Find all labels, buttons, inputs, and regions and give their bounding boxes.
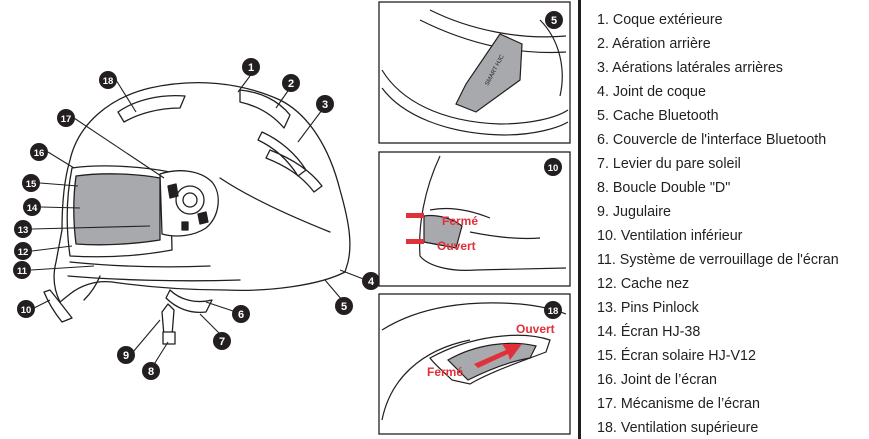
legend-item-14: 14. Écran HJ-38 <box>597 324 700 341</box>
top-vent-closed-label: Fermé <box>427 365 463 379</box>
top-vent-open-label: Ouvert <box>516 322 555 336</box>
legend-item-18: 18. Ventilation supérieure <box>597 420 758 437</box>
callout-1: 1 <box>242 58 260 76</box>
callout-3: 3 <box>316 95 334 113</box>
callout-15: 15 <box>22 174 40 192</box>
callout-5: 5 <box>335 297 353 315</box>
lower-vent-closed-label: Fermé <box>442 214 478 228</box>
svg-text:11: 11 <box>17 266 28 277</box>
callout-6: 6 <box>232 305 250 323</box>
svg-text:4: 4 <box>368 276 375 288</box>
legend-item-11: 11. Système de verrouillage de l'écran <box>597 252 839 269</box>
callout-14: 14 <box>23 198 41 216</box>
legend-item-4: 4. Joint de coque <box>597 84 706 101</box>
svg-text:8: 8 <box>148 366 154 378</box>
svg-text:5: 5 <box>551 15 557 27</box>
chin-strap <box>162 304 174 336</box>
detail-badge-10: 10 <box>544 158 562 176</box>
lower-vent-open-marker <box>406 239 424 244</box>
legend-item-10: 10. Ventilation inférieur <box>597 228 742 245</box>
legend-item-1: 1. Coque extérieure <box>597 12 723 29</box>
svg-text:10: 10 <box>21 305 32 316</box>
svg-text:1: 1 <box>248 62 254 74</box>
svg-text:12: 12 <box>18 247 29 258</box>
svg-text:7: 7 <box>219 336 225 348</box>
legend-item-8: 8. Boucle Double "D" <box>597 180 730 197</box>
lower-vent-open-label: Ouvert <box>437 239 476 253</box>
svg-text:18: 18 <box>103 76 114 87</box>
detail-bluetooth-cover: SMART HJC 5 <box>379 2 570 143</box>
legend-item-16: 16. Joint de l’écran <box>597 372 717 389</box>
legend-item-15: 15. Écran solaire HJ-V12 <box>597 348 756 365</box>
d-ring-buckle <box>163 332 175 344</box>
callout-12: 12 <box>14 242 32 260</box>
svg-text:10: 10 <box>548 163 559 174</box>
lower-vent-closed-marker <box>406 213 424 218</box>
svg-text:14: 14 <box>27 203 38 214</box>
visor-tinted <box>74 174 160 245</box>
legend-item-5: 5. Cache Bluetooth <box>597 108 719 125</box>
callout-10: 10 <box>17 300 35 318</box>
legend-item-17: 17. Mécanisme de l’écran <box>597 396 760 413</box>
svg-text:13: 13 <box>18 225 29 236</box>
callout-16: 16 <box>30 143 48 161</box>
svg-text:6: 6 <box>238 309 244 321</box>
svg-text:3: 3 <box>322 99 328 111</box>
legend-item-7: 7. Levier du pare soleil <box>597 156 741 173</box>
callout-17: 17 <box>57 109 75 127</box>
detail-badge-5: 5 <box>545 11 563 29</box>
callout-9: 9 <box>117 346 135 364</box>
legend-item-2: 2. Aération arrière <box>597 36 711 53</box>
legend-item-6: 6. Couvercle de l'interface Bluetooth <box>597 132 826 149</box>
svg-text:16: 16 <box>34 148 45 159</box>
svg-text:18: 18 <box>548 306 559 317</box>
helmet-illustration <box>44 83 350 344</box>
detail-top-vent: Ouvert Fermé 18 <box>379 294 570 434</box>
callout-2: 2 <box>282 74 300 92</box>
callout-13: 13 <box>14 220 32 238</box>
detail-lower-vent: Fermé Ouvert 10 <box>379 152 570 286</box>
legend-item-3: 3. Aérations latérales arrières <box>597 60 783 77</box>
svg-text:9: 9 <box>123 350 129 362</box>
svg-text:5: 5 <box>341 301 347 313</box>
svg-text:17: 17 <box>61 114 72 125</box>
legend-item-12: 12. Cache nez <box>597 276 689 293</box>
svg-text:2: 2 <box>288 78 294 90</box>
callout-18: 18 <box>99 71 117 89</box>
svg-text:15: 15 <box>26 179 37 190</box>
callout-11: 11 <box>13 261 31 279</box>
callout-7: 7 <box>213 332 231 350</box>
legend-item-9: 9. Jugulaire <box>597 204 671 221</box>
legend-item-13: 13. Pins Pinlock <box>597 300 699 317</box>
callout-8: 8 <box>142 362 160 380</box>
callout-4: 4 <box>362 272 380 290</box>
detail-badge-18: 18 <box>544 301 562 319</box>
parts-legend: 1. Coque extérieure 2. Aération arrière … <box>578 0 869 439</box>
